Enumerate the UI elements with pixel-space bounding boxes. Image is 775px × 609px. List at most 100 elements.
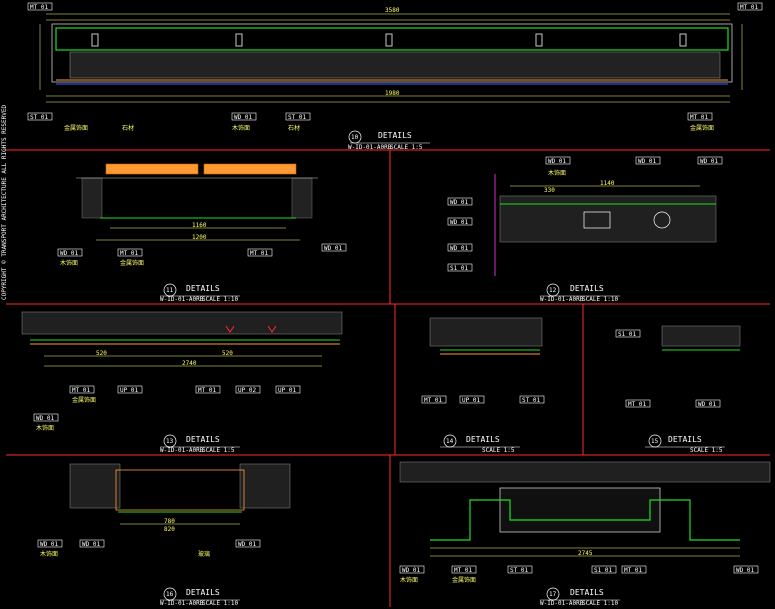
tag-mt01-a: MT 01 [30,4,48,11]
tag-st01-b: ST 01 [288,114,306,121]
label-wood-d12: 木饰面 [548,169,566,177]
tag-mt01-d17b: MT 01 [624,567,642,574]
label-metal-a: 金属饰面 [64,124,88,132]
detail-17-drawing: 2745 WD 01 MT 01 ST 01 S1 01 MT 01 WD 01… [399,461,771,584]
label-metal-d17: 金属饰面 [452,576,476,584]
tag-mt01-d11b: MT 01 [250,250,268,257]
detail-14-drawing: MT 01 UP 01 ST 01 [421,317,545,404]
label-wood-d13: 木饰面 [36,424,54,432]
label-wood-a: 木饰面 [232,124,250,132]
dim-d12-a: 1140 [600,180,615,187]
tag-wd01-d12c: WD 01 [700,158,718,165]
detail-14-title: 14 DETAILS SCALE 1:5 [440,434,520,454]
detail-16-drawing: 780 820 WD 01 WD 01 WD 01 木饰面 玻璃 [37,463,291,558]
label-glass-d16: 玻璃 [198,550,210,558]
tag-wd01-d16a: WD 01 [40,541,58,548]
label-wood-d11: 木饰面 [60,259,78,267]
dim-d11-b: 1200 [192,234,207,241]
detail-16-title: 16 DETAILS W-ID-01-A0RB SCALE 1:10 [160,587,240,607]
tag-wd01-a: WD 01 [234,114,252,121]
tag-mt01-d11a: MT 01 [120,250,138,257]
tag-up01-d13: UP 01 [120,387,138,394]
tag-wd01-d17b: WD 01 [736,567,754,574]
label-wood-d16: 木饰面 [40,550,58,558]
detail-12-scale: SCALE 1:10 [582,296,619,303]
detail-11-scale: SCALE 1:10 [202,296,239,303]
sheet-frame [6,149,770,607]
tag-s101-d17a: S1 01 [594,567,612,574]
dim-d13-a: 2740 [182,360,197,367]
detail-15-drawing: S1 01 MT 01 WD 01 [615,325,741,408]
tag-mt01-d15: MT 01 [628,401,646,408]
tag-up01-d13b: UP 01 [278,387,296,394]
detail-15-number: 15 [651,438,659,445]
detail-13-drawing: 520 520 2740 MT 01 UP 01 MT 01 UP 02 UP … [21,311,343,432]
dim-d13-c: 520 [96,350,107,357]
detail-17-title: 17 DETAILS W-ID-01-A0RB SCALE 1:10 [540,587,620,607]
detail-12-title-text: DETAILS [570,284,604,293]
detail-10-tags: MT 01 MT 01 ST 01 WD 01 ST 01 MT 01 金属饰面… [27,2,763,132]
tag-st01-d17a: ST 01 [510,567,528,574]
detail-13-title-text: DETAILS [186,435,220,444]
dim-d10-mid: 1980 [385,90,400,97]
tag-wd01-d12b: WD 01 [638,158,656,165]
tag-mt01-b: MT 01 [740,4,758,11]
detail-11-title-text: DETAILS [186,284,220,293]
tag-mt01-d17a: MT 01 [454,567,472,574]
detail-14-number: 14 [446,438,454,445]
detail-13-title: 13 DETAILS W-ID-01-A0RB SCALE 1:5 [160,434,240,454]
tag-wd01-d12d: WD 01 [450,199,468,206]
side-margin-text: COPYRIGHT © TRANSPORT ARCHITECTURE ALL R… [1,105,8,300]
tag-mt01-c: MT 01 [690,114,708,121]
detail-11-ref: W-ID-01-A0RB [160,296,204,303]
tag-wd01-d16b: WD 01 [82,541,100,548]
detail-16-title-text: DETAILS [186,588,220,597]
label-stone-b: 石材 [288,124,300,132]
detail-12-number: 12 [549,287,557,294]
label-stone-a: 石材 [122,124,134,132]
tag-wd01-d11a: WD 01 [60,250,78,257]
dim-d12-b: 330 [544,187,555,194]
tag-mt01-d14: MT 01 [424,397,442,404]
tag-wd01-d12e: WD 01 [450,219,468,226]
tag-up01-d14: UP 01 [462,397,480,404]
label-wood-d17: 木饰面 [400,576,418,584]
detail-16-number: 16 [166,591,174,598]
detail-14-title-text: DETAILS [466,435,500,444]
tag-st01-d14: ST 01 [522,397,540,404]
detail-11-number: 11 [166,287,174,294]
dim-d17-a: 2745 [578,550,593,557]
detail-12-title: 12 DETAILS W-ID-01-A0RB SCALE 1:10 [540,283,620,303]
detail-13-number: 13 [166,438,174,445]
label-metal-b: 金属饰面 [690,124,714,132]
detail-10-title-text: DETAILS [378,131,412,140]
detail-12-drawing: 1140 330 WD 01 WD 01 WD 01 WD 01 WD 01 W… [447,156,723,276]
detail-17-ref: W-ID-01-A0RB [540,600,584,607]
detail-17-number: 17 [549,591,557,598]
detail-14-scale: SCALE 1:5 [482,447,515,454]
detail-15-scale: SCALE 1:5 [690,447,723,454]
detail-15-title: 15 DETAILS SCALE 1:5 [645,434,725,454]
detail-10-ref: W-ID-01-A0RB [348,144,392,151]
detail-10-title: 10 DETAILS W-ID-01-A0RB SCALE 1:5 [348,130,430,151]
dim-d10-top: 3580 [385,7,400,14]
detail-11-title: 11 DETAILS W-ID-01-A0RB SCALE 1:10 [160,283,240,303]
tag-s101-d12: S1 01 [450,265,468,272]
tag-st01-a: ST 01 [30,114,48,121]
tag-wd01-d17a: WD 01 [402,567,420,574]
detail-16-ref: W-ID-01-A0RB [160,600,204,607]
tag-wd01-d16c: WD 01 [238,541,256,548]
detail-17-scale: SCALE 1:10 [582,600,619,607]
dim-d13-b: 520 [222,350,233,357]
detail-15-title-text: DETAILS [668,435,702,444]
tag-wd01-d15: WD 01 [698,401,716,408]
label-metal-d13: 金属饰面 [72,396,96,404]
tag-wd01-d11b: WD 01 [324,245,342,252]
tag-up02-d13: UP 02 [238,387,256,394]
tag-wd01-d12a: WD 01 [548,158,566,165]
detail-13-scale: SCALE 1:5 [202,447,235,454]
detail-10-scale: SCALE 1:5 [390,144,423,151]
tag-wd01-d12f: WD 01 [450,245,468,252]
detail-10-drawing: 3580 1980 [39,7,743,103]
